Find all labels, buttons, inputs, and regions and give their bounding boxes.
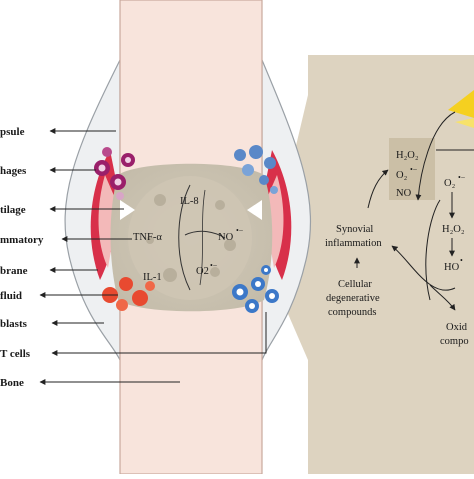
right-h2o2: H₂O₂: [442, 224, 465, 235]
right-ho: HO: [444, 262, 460, 273]
cartilage-left: [120, 200, 135, 220]
ros-no: NO: [396, 188, 412, 199]
svg-text:•−: •−: [236, 226, 244, 235]
arrow-cycle: [425, 199, 441, 301]
inset-panel: [308, 55, 474, 474]
arrow-syn-to-ros: [367, 169, 389, 209]
label-macrophages: hages: [0, 165, 27, 177]
cytokine-tnf: TNF-α: [133, 232, 162, 243]
cellular-line3: compounds: [328, 307, 376, 318]
label-inflammatory: mmatory: [0, 234, 44, 246]
label-bone: Bone: [0, 377, 24, 389]
svg-text:•−: •−: [458, 173, 466, 182]
synovial-line2: inflammation: [325, 238, 382, 249]
svg-text:•−: •−: [410, 165, 418, 174]
ros-o2: O₂: [396, 170, 408, 181]
label-cartilage: tilage: [0, 204, 26, 216]
fluid-speckles: [146, 194, 236, 282]
cytokine-o2: O2: [196, 266, 209, 277]
ros-box: [389, 138, 435, 200]
synovial-line1: Synovial: [336, 224, 373, 235]
svg-text:•−: •−: [210, 261, 218, 270]
cartilage-right: [247, 200, 262, 220]
right-o2: O₂: [444, 178, 456, 189]
cytokine-il8: IL-8: [180, 196, 199, 207]
macrophage-cluster: [94, 147, 135, 200]
sun-icon: [448, 90, 474, 128]
label-capsule: psule: [0, 126, 25, 138]
oxid-line1: Oxid: [446, 322, 468, 333]
bone-lower: [119, 299, 263, 475]
osteoclast-cluster: [102, 277, 155, 311]
neutrophil-cluster: [234, 145, 278, 194]
label-fluid: fluid: [0, 290, 22, 302]
cellular-line1: Cellular: [338, 279, 372, 290]
tcell-cluster: [232, 265, 279, 313]
arrow-to-oxid: [429, 284, 456, 311]
svg-text:•: •: [460, 256, 463, 265]
label-membrane: brane: [0, 265, 28, 277]
label-osteoclasts: blasts: [0, 318, 28, 330]
oxid-line2: compo: [440, 336, 469, 347]
arrow-oxid-to-syn: [391, 245, 456, 291]
ros-h2o2: H₂O₂: [396, 150, 419, 161]
label-tcells: T cells: [0, 348, 31, 360]
leader-tcells: [51, 312, 267, 356]
arrow-sun-down: [415, 111, 456, 201]
cytokine-il1: IL-1: [143, 272, 162, 283]
cellular-line2: degenerative: [326, 293, 380, 304]
cytokine-no: NO: [218, 232, 234, 243]
